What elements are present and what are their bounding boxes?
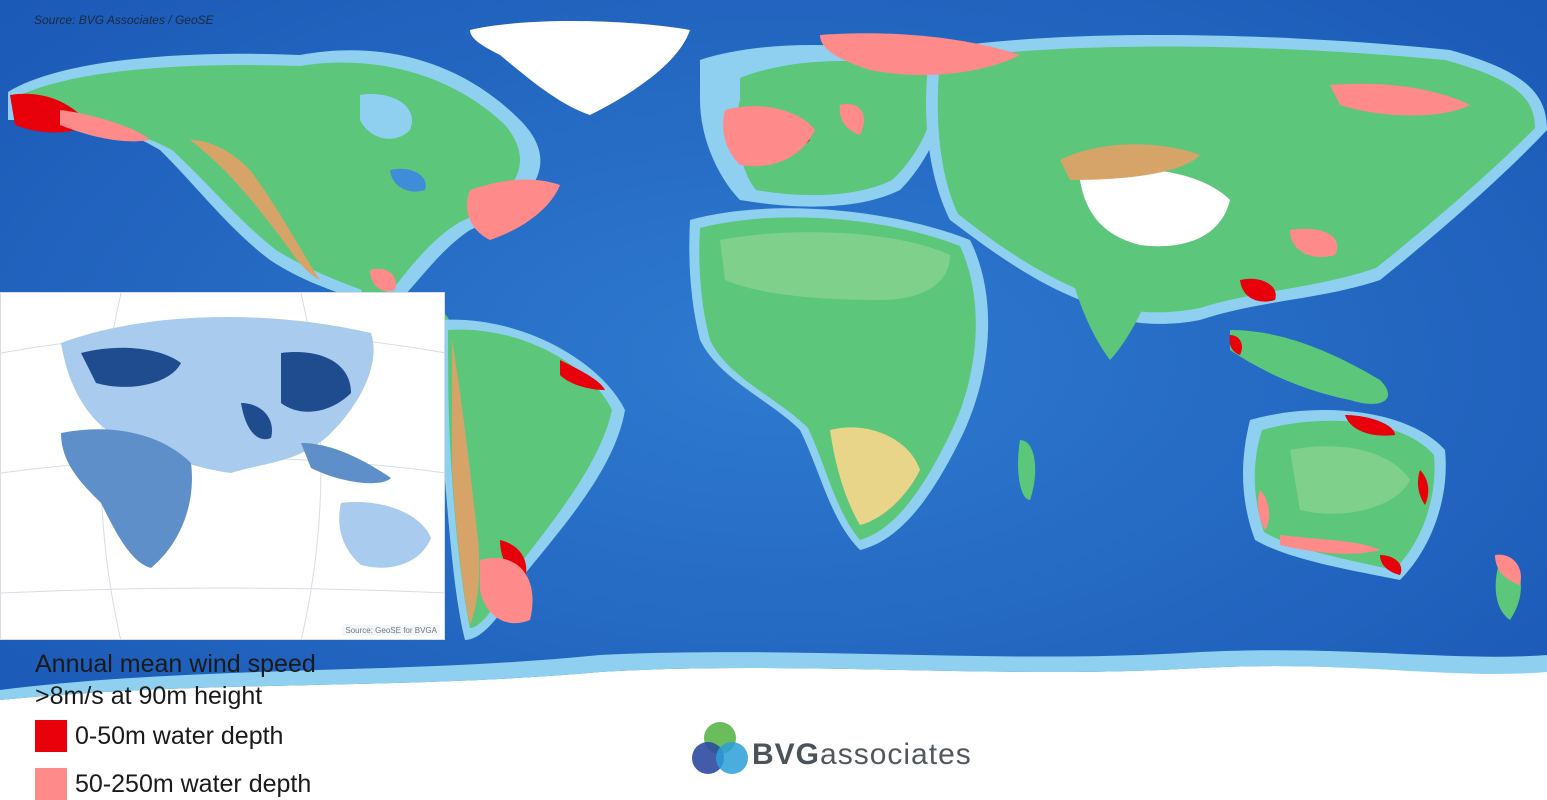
east-siberia-medium xyxy=(1330,83,1470,116)
australia-south-medium xyxy=(1280,535,1380,554)
andes xyxy=(452,340,480,625)
patagonia-medium xyxy=(480,558,533,624)
barents-sea-medium xyxy=(820,33,1020,75)
yellow-sea-medium xyxy=(1290,228,1338,258)
bvg-overlapping-circles-icon xyxy=(692,722,748,774)
bering-medium xyxy=(60,110,150,142)
australia-interior xyxy=(1290,446,1410,514)
legend-title-line1: Annual mean wind speed xyxy=(35,650,316,678)
southern-africa-plateau xyxy=(830,427,920,525)
baltic-medium xyxy=(839,104,864,135)
north-australia-shallow xyxy=(1345,415,1395,436)
china-sea-shallow xyxy=(1240,278,1276,302)
europe-land xyxy=(736,60,935,196)
brazil-shallow xyxy=(560,360,605,390)
inset-china-dark xyxy=(281,352,351,412)
sahara xyxy=(720,232,950,300)
central-asia-highland xyxy=(1060,144,1200,180)
map-source-label: Source: BVG Associates / GeoSE xyxy=(34,13,214,27)
legend-swatch-medium xyxy=(35,768,67,800)
inset-africa xyxy=(61,429,192,568)
antarctic-shelf xyxy=(0,650,1547,700)
inset-wind-map xyxy=(1,293,444,639)
bvg-logo-bold: BVG xyxy=(752,738,821,771)
us-east-coast-medium xyxy=(466,179,560,240)
greenland xyxy=(470,21,690,115)
bvg-logo-text: BVGassociates xyxy=(752,738,972,772)
legend-title-line2: >8m/s at 90m height xyxy=(35,682,263,710)
japan xyxy=(1388,140,1411,210)
inset-australia xyxy=(339,502,431,568)
india xyxy=(1070,268,1150,360)
legend-swatch-shallow xyxy=(35,720,67,752)
hudson-bay xyxy=(360,94,412,139)
inset-india-dark xyxy=(241,403,272,440)
legend-label-shallow: 0-50m water depth xyxy=(75,721,284,750)
legend-item-medium: 50-250m water depth xyxy=(35,768,311,800)
vietnam-shallow xyxy=(1229,335,1242,355)
south-america-land xyxy=(448,329,612,628)
rocky-mountains xyxy=(190,140,320,280)
bvg-logo-rest: associates xyxy=(820,738,972,771)
europe-shelf-medium xyxy=(723,106,815,167)
legend-label-medium: 50-250m water depth xyxy=(75,769,312,798)
south-australia-shallow xyxy=(1380,555,1402,575)
gulf-of-mexico-medium xyxy=(370,268,396,292)
madagascar xyxy=(1018,440,1036,500)
bvg-logo: BVGassociates xyxy=(678,716,996,786)
inset-source-label: Source: GeoSE for BVGA xyxy=(342,625,440,636)
southeast-asia-islands xyxy=(1230,330,1389,404)
inset-southeast-asia xyxy=(301,443,391,484)
inset-europe-dark xyxy=(81,347,181,387)
legend-title: Annual mean wind speed >8m/s at 90m heig… xyxy=(35,648,316,712)
legend: Annual mean wind speed >8m/s at 90m heig… xyxy=(0,640,445,800)
australia-west-medium xyxy=(1257,490,1270,530)
inset-map: Source: GeoSE for BVGA xyxy=(0,292,445,640)
depth-50-250m-areas xyxy=(60,33,1521,624)
great-lakes xyxy=(390,168,426,192)
himalaya-plateau xyxy=(1080,169,1230,247)
legend-item-shallow: 0-50m water depth xyxy=(35,720,283,752)
new-zealand-medium xyxy=(1495,554,1521,585)
east-australia-shallow xyxy=(1417,470,1429,505)
